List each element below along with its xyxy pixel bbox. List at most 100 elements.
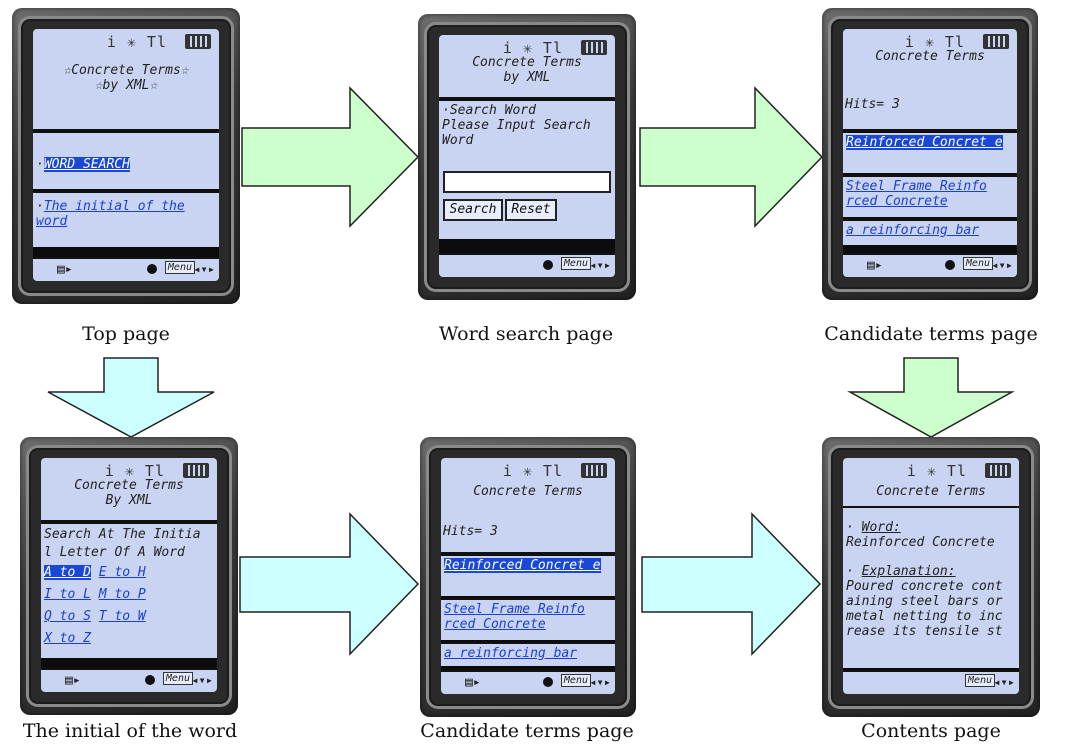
status-icons: i ✳ Tl <box>502 462 563 480</box>
range-link[interactable]: A to D <box>44 565 91 580</box>
range-link[interactable]: X to Z <box>44 631 91 646</box>
menu-softkey[interactable]: Menu <box>964 674 995 687</box>
battery-icon <box>983 34 1009 49</box>
bullet: · <box>36 199 44 214</box>
bullet: · <box>442 103 450 118</box>
caption-candidate-terms-page-2: Candidate terms page <box>420 720 634 742</box>
candidate-item[interactable]: Reinforced Concret e <box>444 558 601 573</box>
phone-word-search-page: i ✳ Tl Concrete Terms by XML ·Search Wor… <box>418 14 636 300</box>
hits-count: Hits= 3 <box>845 97 900 112</box>
nav-arrows-icon: ◂▾▸ <box>589 675 611 689</box>
word-search-link[interactable]: WORD SEARCH <box>43 157 130 172</box>
menu-softkey[interactable]: Menu <box>962 257 993 270</box>
search-prompt: Please Input Search Word <box>442 118 591 148</box>
battery-icon <box>985 463 1011 478</box>
candidate-item[interactable]: a reinforcing bar <box>444 646 578 661</box>
battery-icon <box>581 463 607 478</box>
app-title: Concrete Terms <box>875 49 985 64</box>
candidate-item[interactable]: Steel Frame Reinfo rced Concrete <box>444 602 585 632</box>
word-value: Reinforced Concrete <box>846 535 995 550</box>
caption-top-page: Top page <box>82 323 170 345</box>
status-icons: i ✳ Tl <box>906 462 967 480</box>
app-title-line2: ☆by XML☆ <box>94 78 158 93</box>
phone-top-page: i ✳ Tl ☆Concrete Terms☆ ☆by XML☆ ·WORD S… <box>12 8 240 304</box>
hits-count: Hits= 3 <box>443 524 498 539</box>
app-title: Concrete Terms <box>876 484 986 499</box>
nav-arrows-icon: ◂▾▸ <box>993 675 1015 689</box>
search-input[interactable] <box>443 171 611 193</box>
arrow-word-search-to-candidate <box>639 86 824 228</box>
center-key-icon[interactable] <box>543 677 553 687</box>
left-softkey-icon[interactable]: ▤▸ <box>465 675 481 690</box>
app-title-line2: By XML <box>105 493 153 508</box>
reset-button[interactable]: Reset <box>505 199 557 221</box>
phone-initial-page: i ✳ Tl Concrete Terms By XML Search At T… <box>20 437 238 715</box>
left-softkey-icon[interactable]: ▤▸ <box>65 673 81 688</box>
soft-key-bar: Menu ◂▾▸ <box>439 253 615 277</box>
arrow-candidate-to-contents-bottom <box>641 512 822 656</box>
search-word-heading: Search Word <box>449 103 536 118</box>
left-softkey-icon[interactable]: ▤▸ <box>867 258 883 273</box>
explanation-text: Poured concrete cont aining steel bars o… <box>846 579 1003 639</box>
soft-key-bar: ▤▸ Menu ◂▾▸ <box>41 668 217 692</box>
menu-softkey[interactable]: Menu <box>162 672 193 685</box>
menu-softkey[interactable]: Menu <box>560 257 591 270</box>
candidate-item[interactable]: a reinforcing bar <box>846 223 980 238</box>
range-link[interactable]: M to P <box>98 587 146 602</box>
nav-arrows-icon: ◂▾▸ <box>191 673 213 687</box>
arrow-candidate-to-contents <box>847 357 1015 438</box>
word-label: Word: <box>861 520 901 535</box>
bullet: · <box>36 157 44 172</box>
screen-candidate-terms-page: i ✳ Tl Concrete Terms Hits= 3 Reinforced… <box>843 29 1017 277</box>
range-link[interactable]: Q to S <box>44 609 91 624</box>
center-key-icon[interactable] <box>945 260 955 270</box>
battery-icon <box>581 40 607 55</box>
explanation-label: Explanation: <box>861 564 956 579</box>
phone-contents-page: i ✳ Tl Concrete Terms · Word: Reinforced… <box>822 437 1040 717</box>
center-key-icon[interactable] <box>543 260 553 270</box>
left-softkey-icon[interactable]: ▤▸ <box>57 262 73 277</box>
status-icons: i ✳ Tl <box>106 33 167 51</box>
screen-contents-page: i ✳ Tl Concrete Terms · Word: Reinforced… <box>843 458 1019 694</box>
menu-softkey[interactable]: Menu <box>560 674 591 687</box>
screen-top-page: i ✳ Tl ☆Concrete Terms☆ ☆by XML☆ ·WORD S… <box>33 29 219 281</box>
initial-of-word-link[interactable]: The initial of the word <box>36 199 185 229</box>
screen-initial-page: i ✳ Tl Concrete Terms By XML Search At T… <box>41 458 217 692</box>
range-link[interactable]: T to W <box>98 609 146 624</box>
arrow-initial-to-candidate <box>239 512 420 656</box>
battery-icon <box>183 463 209 478</box>
range-link[interactable]: I to L <box>44 587 91 602</box>
battery-icon <box>185 34 211 49</box>
range-link[interactable]: E to H <box>98 565 146 580</box>
status-icons: i ✳ Tl <box>502 39 563 57</box>
candidate-item[interactable]: Steel Frame Reinfo rced Concrete <box>846 179 987 209</box>
arrow-top-to-initial <box>47 357 215 438</box>
nav-arrows-icon: ◂▾▸ <box>589 258 611 272</box>
app-title-line2: by XML <box>503 70 551 85</box>
caption-word-search-page: Word search page <box>438 323 614 345</box>
phone-candidate-terms-page: i ✳ Tl Concrete Terms Hits= 3 Reinforced… <box>822 8 1038 300</box>
status-icons: i ✳ Tl <box>104 462 165 480</box>
app-title-line1: ☆Concrete Terms☆ <box>63 63 189 78</box>
soft-key-bar: ▤▸ Menu ◂▾▸ <box>33 257 219 281</box>
caption-initial-page: The initial of the word <box>22 720 238 742</box>
search-button[interactable]: Search <box>443 199 503 221</box>
bullet: · <box>846 564 854 579</box>
menu-softkey[interactable]: Menu <box>164 261 195 274</box>
screen-word-search-page: i ✳ Tl Concrete Terms by XML ·Search Wor… <box>439 35 615 277</box>
initial-instruction: Search At The Initia l Letter Of A Word <box>44 527 201 560</box>
caption-contents-page: Contents page <box>861 720 1001 742</box>
bullet: · <box>846 520 854 535</box>
candidate-item[interactable]: Reinforced Concret e <box>846 135 1003 150</box>
nav-arrows-icon: ◂▾▸ <box>193 262 215 276</box>
soft-key-bar: ▤▸ Menu ◂▾▸ <box>441 670 615 694</box>
screen-candidate-terms-page-2: i ✳ Tl Concrete Terms Hits= 3 Reinforced… <box>441 458 615 694</box>
caption-candidate-terms-page: Candidate terms page <box>824 323 1038 345</box>
app-title-line1: Concrete Terms <box>74 478 184 493</box>
center-key-icon[interactable] <box>147 264 157 274</box>
status-icons: i ✳ Tl <box>904 33 965 51</box>
soft-key-bar: Menu ◂▾▸ <box>843 670 1019 694</box>
center-key-icon[interactable] <box>145 675 155 685</box>
